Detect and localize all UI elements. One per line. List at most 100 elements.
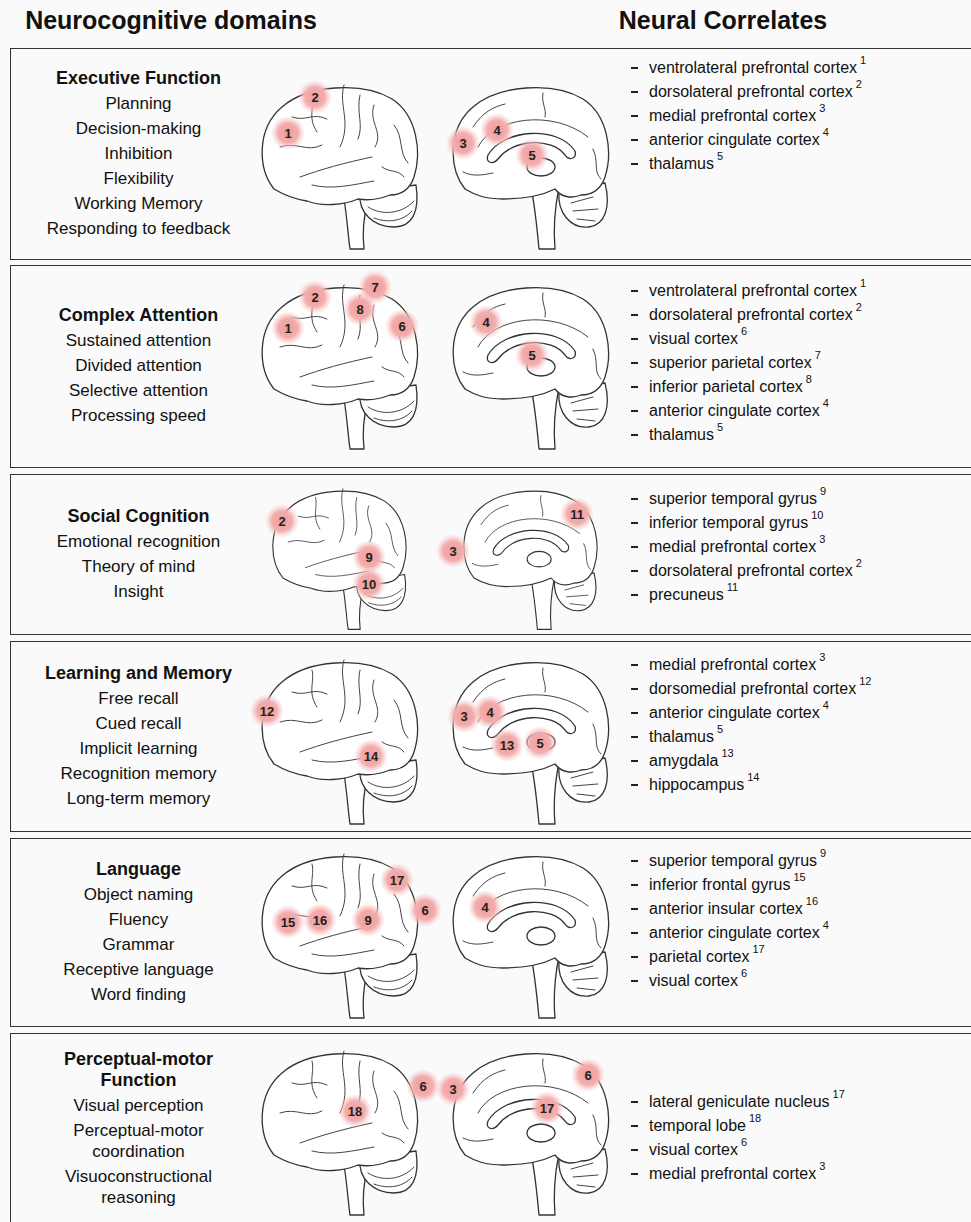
superscript-ref: 4 [823,919,829,931]
correlate-text: medial prefrontal cortex [649,1163,816,1185]
callout-number: 11 [560,497,594,531]
domain-heading: Language [31,859,246,880]
correlate-text: amygdala [649,750,718,772]
domain-column: Perceptual-motor FunctionVisual percepti… [31,1049,246,1212]
domain-item: Divided attention [31,355,246,376]
superscript-ref: 2 [856,78,862,90]
superscript-ref: 4 [823,397,829,409]
callout-number: 17 [380,863,414,897]
correlate-text: medial prefrontal cortex [649,654,816,676]
domain-item: Flexibility [31,168,246,189]
superscript-ref: 7 [815,349,821,361]
bullet-dash [631,362,638,364]
superscript-ref: 5 [717,723,723,735]
superscript-ref: 9 [820,485,826,497]
callout-number: 4 [473,695,507,729]
superscript-ref: 16 [806,895,818,907]
superscript-ref: 18 [749,1112,761,1124]
domain-column: Complex AttentionSustained attentionDivi… [31,305,246,430]
callout-number: 9 [351,903,385,937]
correlate-text: hippocampus [649,774,744,796]
domain-item: Emotional recognition [31,531,246,552]
correlate-text: superior temporal gyrus [649,488,817,510]
correlate-text: thalamus [649,424,714,446]
bullet-dash [631,932,638,934]
domain-item: Fluency [31,909,246,930]
superscript-ref: 11 [727,581,738,593]
domain-item: Responding to feedback [31,218,246,239]
bullet-dash [631,386,638,388]
callout-number: 4 [469,305,503,339]
correlate-text: thalamus [649,726,714,748]
correlate-text: dorsolateral prefrontal cortex [649,560,853,582]
correlate-text: dorsomedial prefrontal cortex [649,678,856,700]
callout-number: 4 [468,890,502,924]
callout-number: 1 [271,116,305,150]
bullet-dash [631,570,638,572]
domain-panel: Executive FunctionPlanningDecision-makin… [10,48,971,260]
superscript-ref: 8 [806,373,812,385]
correlate-text: visual cortex [649,970,738,992]
bullet-dash [631,1173,638,1175]
domain-item: Recognition memory [31,763,246,784]
correlate-text: inferior temporal gyrus [649,512,808,534]
callout-number: 10 [352,567,386,601]
bullet-dash [631,908,638,910]
superscript-ref: 10 [811,509,823,521]
bullet-dash [631,784,638,786]
bullet-dash [631,1101,638,1103]
domain-item: Grammar [31,934,246,955]
bullet-dash [631,664,638,666]
domain-panel: Perceptual-motor FunctionVisual percepti… [10,1033,971,1222]
correlate-text: lateral geniculate nucleus [649,1091,830,1113]
domain-heading: Social Cognition [31,506,246,527]
bullet-dash [631,314,638,316]
domain-item: Visuoconstructional reasoning [31,1166,246,1208]
domain-item: Insight [31,581,246,602]
domain-item: Cued recall [31,713,246,734]
callout-number: 1 [271,311,305,345]
callout-number: 5 [515,338,549,372]
bullet-dash [631,594,638,596]
bullet-dash [631,1125,638,1127]
superscript-ref: 13 [721,747,733,759]
callout-number: 14 [354,739,388,773]
callout-number: 6 [406,1069,440,1103]
correlate-text: superior temporal gyrus [649,850,817,872]
domain-panel: Complex AttentionSustained attentionDivi… [10,265,971,468]
correlate-text: anterior cingulate cortex [649,922,820,944]
domain-column: Social CognitionEmotional recognitionThe… [31,506,246,606]
domain-item: Object naming [31,884,246,905]
superscript-ref: 4 [823,126,829,138]
domain-item: Word finding [31,984,246,1005]
domain-item: Selective attention [31,380,246,401]
correlate-text: medial prefrontal cortex [649,536,816,558]
bullet-dash [631,688,638,690]
domain-column: LanguageObject namingFluencyGrammarRecep… [31,859,246,1009]
domain-column: Executive FunctionPlanningDecision-makin… [31,68,246,243]
superscript-ref: 9 [820,847,826,859]
bullet-dash [631,338,638,340]
bullet-dash [631,736,638,738]
correlate-text: anterior insular cortex [649,898,803,920]
bullet-dash [631,712,638,714]
callout-number: 6 [385,309,419,343]
bullet-dash [631,410,638,412]
bullet-dash [631,884,638,886]
correlate-text: temporal lobe [649,1115,746,1137]
domain-item: Implicit learning [31,738,246,759]
bullet-dash [631,115,638,117]
correlate-text: anterior cingulate cortex [649,400,820,422]
bullet-dash [631,290,638,292]
domain-item: Free recall [31,688,246,709]
superscript-ref: 6 [741,1136,747,1148]
callout-number: 6 [408,893,442,927]
superscript-ref: 1 [860,54,866,66]
domain-heading: Perceptual-motor Function [31,1049,246,1091]
superscript-ref: 2 [856,557,862,569]
correlate-text: visual cortex [649,1139,738,1161]
callout-number: 16 [303,903,337,937]
bullet-dash [631,139,638,141]
callout-number: 3 [446,126,480,160]
domain-panel: LanguageObject namingFluencyGrammarRecep… [10,838,971,1027]
